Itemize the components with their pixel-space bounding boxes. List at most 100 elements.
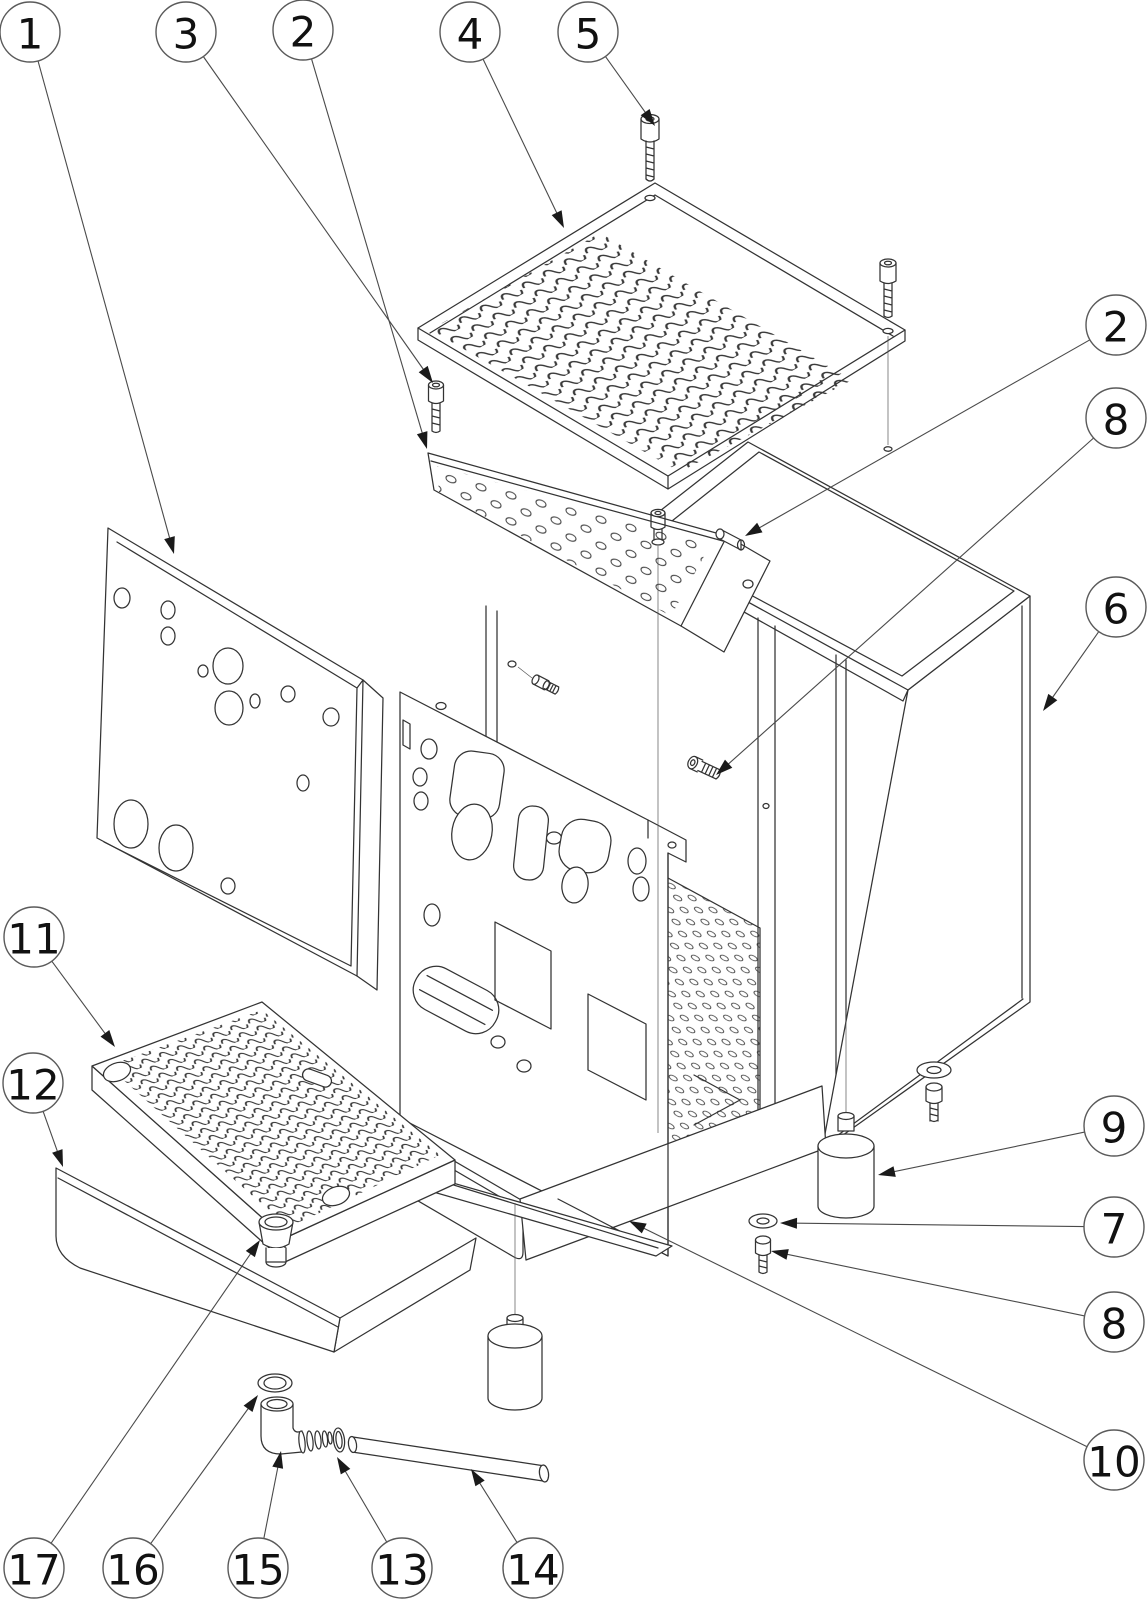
leader-line: [150, 1401, 254, 1545]
callout-5-cover-screw: 5: [557, 1, 655, 126]
callout-bubble: [439, 1, 501, 63]
leader-arrowhead: [878, 1166, 896, 1177]
callout-bubble: [1083, 1291, 1145, 1353]
leader-arrowhead: [780, 1217, 798, 1229]
leader-arrowhead: [716, 759, 733, 775]
callout-10-base-plate: 10: [629, 1221, 1145, 1491]
callout-number: 4: [457, 10, 484, 59]
callout-bubble: [502, 1537, 564, 1599]
leader-line: [51, 960, 111, 1041]
callout-bubble: [557, 1, 619, 63]
callout-number: 10: [1087, 1438, 1140, 1487]
callout-bubble: [0, 1, 61, 63]
callout-16-drain-washer: 16: [102, 1395, 258, 1599]
drain-washer: [257, 1373, 293, 1393]
leader-line: [474, 1475, 518, 1543]
leader-arrowhead: [416, 431, 428, 449]
callout-number: 14: [506, 1546, 559, 1595]
callout-9-foot: 9: [878, 1095, 1145, 1177]
callout-bubble: [2, 1052, 64, 1114]
leader-line: [778, 1252, 1085, 1317]
locating-pin: [715, 528, 746, 551]
drain-spout: [258, 1213, 294, 1268]
callout-number: 6: [1103, 585, 1130, 634]
callout-17-drain-spout: 17: [3, 1240, 260, 1599]
leader-line: [721, 437, 1094, 771]
foot-center: [487, 1203, 543, 1411]
callout-number: 9: [1101, 1104, 1128, 1153]
callout-bubble: [1083, 1095, 1145, 1157]
callout-bubble: [1085, 387, 1147, 449]
callout-8-frame-screw: 8: [716, 387, 1147, 775]
callout-number: 1: [17, 10, 44, 59]
callout-number: 15: [231, 1546, 284, 1595]
callout-8-base-screw: 8: [771, 1249, 1145, 1353]
callout-bubble: [1083, 1429, 1145, 1491]
cover-screw-right: [879, 258, 897, 319]
leader-line: [1047, 631, 1100, 705]
callout-number: 7: [1101, 1205, 1128, 1254]
callout-2-shelf-panel: 2: [272, 0, 428, 449]
part-wrap-cover: [627, 441, 1031, 1151]
callout-bubble: [1083, 1196, 1145, 1258]
callout-bubble: [227, 1537, 289, 1599]
callout-number: 17: [7, 1546, 60, 1595]
callout-2-locating-pin: 2: [745, 294, 1147, 536]
callout-bubble: [272, 0, 334, 61]
leader-arrowhead: [245, 1240, 260, 1258]
callout-bubble: [102, 1537, 164, 1599]
leader-arrowhead: [337, 1457, 351, 1475]
leader-arrowhead: [100, 1030, 115, 1047]
part-shelf: [427, 452, 771, 1133]
callout-number: 8: [1103, 396, 1130, 445]
leader-arrowhead: [629, 1221, 647, 1234]
leader-arrowhead: [640, 109, 655, 126]
leader-line: [340, 1463, 388, 1543]
leader-line: [482, 58, 561, 222]
leader-line: [751, 339, 1091, 533]
callout-15-elbow-fitting: 15: [227, 1451, 289, 1599]
cover-screw-5: [640, 113, 660, 182]
leader-line: [635, 1224, 1088, 1448]
leader-line: [202, 56, 429, 377]
leader-arrowhead: [52, 1149, 63, 1167]
callout-number: 13: [375, 1546, 428, 1595]
callout-4-top-cover: 4: [439, 1, 564, 228]
drain-pipe: [347, 1435, 550, 1483]
callout-13-hose-clamp: 13: [337, 1457, 433, 1599]
leader-line: [263, 1458, 281, 1539]
callout-number: 8: [1101, 1300, 1128, 1349]
callout-number: 2: [290, 8, 317, 57]
leader-line: [50, 1246, 256, 1544]
screw-3: [427, 380, 445, 434]
leader-arrowhead: [272, 1451, 284, 1469]
elbow-fitting: [260, 1396, 333, 1455]
callout-number: 3: [173, 10, 200, 59]
leader-line: [787, 1222, 1085, 1228]
hose-clamp: [332, 1427, 346, 1453]
callout-7-washer: 7: [780, 1196, 1145, 1258]
callout-1-side-panel: 1: [0, 1, 175, 554]
callout-bubble: [155, 1, 217, 63]
part-drip-grate: [91, 1001, 456, 1263]
callout-14-drain-pipe: 14: [471, 1469, 564, 1599]
callout-3-shelf-screw: 3: [155, 1, 433, 383]
leader-arrowhead: [551, 210, 564, 228]
callout-12-drip-tray: 12: [2, 1052, 64, 1167]
leader-line: [37, 60, 173, 547]
leader-line: [885, 1131, 1085, 1174]
leader-arrowhead: [745, 522, 763, 536]
leader-line: [604, 56, 651, 120]
leader-arrowhead: [164, 536, 175, 554]
callout-number: 2: [1103, 303, 1130, 352]
leader-arrowhead: [771, 1249, 789, 1260]
callout-bubble: [3, 1537, 65, 1599]
part-side-panel: [96, 527, 384, 991]
callout-bubble: [1085, 294, 1147, 356]
shelf-mount-screw: [650, 508, 666, 1133]
leader-arrowhead: [243, 1395, 258, 1412]
leader-arrowhead: [1043, 693, 1058, 711]
part-top-cover: [417, 182, 906, 490]
